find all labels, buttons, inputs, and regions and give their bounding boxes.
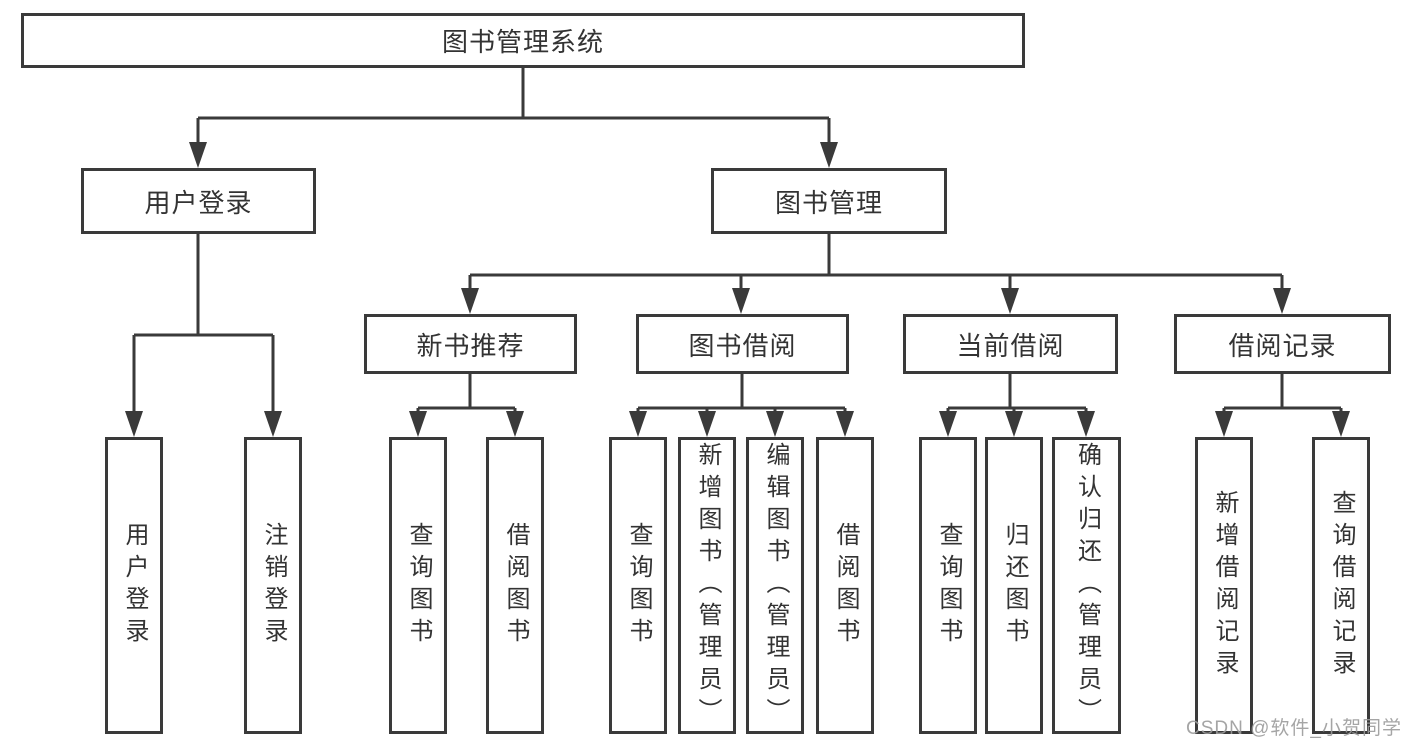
leaf-add-borrow-record-label: 新增借阅记录 bbox=[1211, 489, 1238, 682]
node-borrowing-records-label: 借阅记录 bbox=[1228, 330, 1337, 361]
leaf-add-books-admin-label: 新增图书（管理员） bbox=[694, 441, 721, 730]
leaf-user-login: 用户登录 bbox=[105, 437, 163, 734]
leaf-query-books-recommend: 查询图书 bbox=[389, 437, 447, 734]
node-user-login-label: 用户登录 bbox=[144, 187, 253, 218]
leaf-query-books-current: 查询图书 bbox=[919, 437, 977, 734]
leaf-borrow-books-label: 借阅图书 bbox=[832, 521, 859, 650]
leaf-borrow-books: 借阅图书 bbox=[816, 437, 874, 734]
node-user-login: 用户登录 bbox=[81, 168, 316, 234]
leaf-confirm-return-admin-label: 确认归还（管理员） bbox=[1073, 441, 1101, 730]
node-borrowing-records: 借阅记录 bbox=[1174, 314, 1391, 374]
leaf-query-books-current-label: 查询图书 bbox=[935, 521, 962, 650]
node-book-borrowing-label: 图书借阅 bbox=[688, 330, 797, 361]
leaf-borrow-books-recommend: 借阅图书 bbox=[486, 437, 544, 734]
leaf-query-books-borrowing-label: 查询图书 bbox=[625, 521, 652, 650]
leaf-user-login-label: 用户登录 bbox=[121, 521, 148, 650]
leaf-borrow-books-recommend-label: 借阅图书 bbox=[502, 521, 529, 650]
node-library-system: 图书管理系统 bbox=[21, 13, 1025, 68]
leaf-return-books: 归还图书 bbox=[985, 437, 1043, 734]
node-library-system-label: 图书管理系统 bbox=[441, 27, 604, 57]
csdn-watermark: CSDN @软件_小贺同学 bbox=[1186, 718, 1402, 739]
leaf-edit-books-admin-label: 编辑图书（管理员） bbox=[762, 441, 789, 730]
leaf-return-books-label: 归还图书 bbox=[1001, 521, 1028, 650]
node-current-borrowing: 当前借阅 bbox=[903, 314, 1118, 374]
connector-root-to-level2 bbox=[198, 68, 829, 440]
node-current-borrowing-label: 当前借阅 bbox=[956, 330, 1065, 361]
leaf-query-borrow-record-label: 查询借阅记录 bbox=[1328, 489, 1355, 682]
leaf-add-books-admin: 新增图书（管理员） bbox=[678, 437, 736, 734]
leaf-logout-login: 注销登录 bbox=[244, 437, 302, 734]
leaf-query-books-recommend-label: 查询图书 bbox=[405, 521, 432, 650]
leaf-edit-books-admin: 编辑图书（管理员） bbox=[746, 437, 804, 734]
leaf-confirm-return-admin: 确认归还（管理员） bbox=[1052, 437, 1121, 734]
node-book-management-label: 图书管理 bbox=[774, 187, 883, 218]
leaf-query-books-borrowing: 查询图书 bbox=[609, 437, 667, 734]
node-new-book-recommend: 新书推荐 bbox=[364, 314, 577, 374]
node-new-book-recommend-label: 新书推荐 bbox=[416, 330, 525, 361]
node-book-management: 图书管理 bbox=[711, 168, 947, 234]
arrowheads bbox=[125, 142, 1350, 437]
leaf-logout-login-label: 注销登录 bbox=[260, 521, 287, 650]
node-book-borrowing: 图书借阅 bbox=[636, 314, 849, 374]
leaf-add-borrow-record: 新增借阅记录 bbox=[1195, 437, 1253, 734]
leaf-query-borrow-record: 查询借阅记录 bbox=[1312, 437, 1370, 734]
